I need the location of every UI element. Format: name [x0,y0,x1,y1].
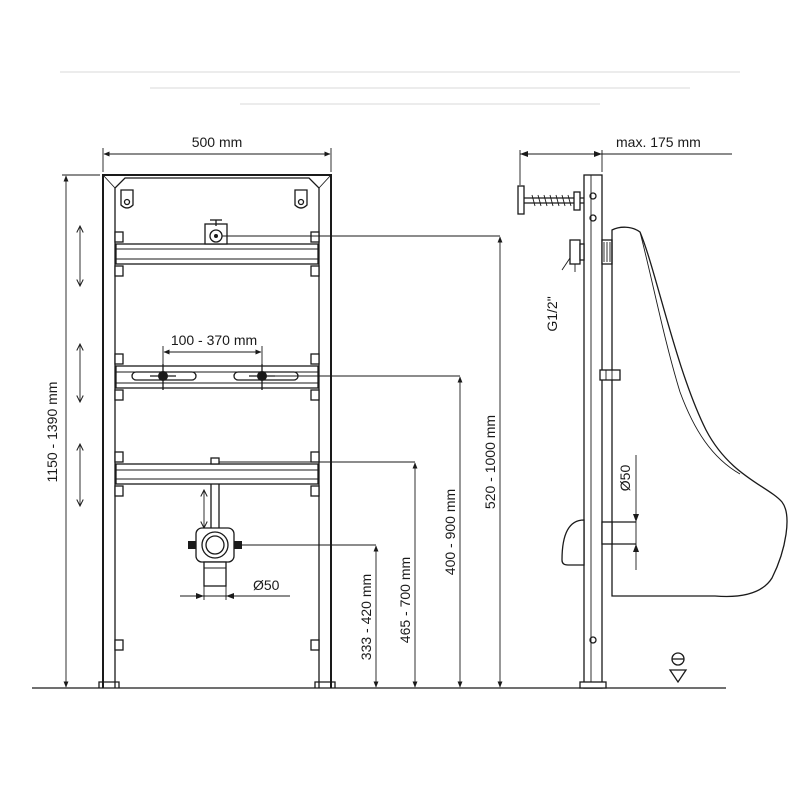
bracket-bolt-right [249,364,275,390]
lower-crossbar [115,463,319,485]
urinal-inner-rim [639,231,741,475]
front-view: 500 mm 1150 - 1390 mm 100 - 370 mm 520 -… [44,134,503,688]
frame-foot-left [98,681,120,688]
frame-clamps [114,231,320,651]
waste-connection-side [561,519,637,566]
waste-fitting-front [188,484,242,587]
dim-400-900-label: 400 - 900 mm [442,489,458,575]
urinal-body [611,226,788,598]
wall-anchor-rod [517,185,584,215]
side-rail [583,174,603,689]
frame-outer [102,174,332,688]
dim-bracket-spacing-label: 100 - 370 mm [171,332,257,348]
side-view: max. 175 mm G1/2" Ø50 [517,134,788,689]
dim-333-420-label: 333 - 420 mm [358,574,374,660]
dim-waste-side-label: Ø50 [617,465,633,492]
upper-crossbar [115,243,319,265]
frame-foot-right [314,681,336,688]
dim-width-label: 500 mm [192,134,243,150]
supply-fitting-front [204,219,228,245]
supply-thread-label: G1/2" [544,296,560,331]
top-mounting-lug-right [294,189,308,209]
middle-crossbar [115,365,319,389]
background-texture [60,71,740,105]
urinal-mount-bolt [599,369,621,381]
dim-465-700-label: 465 - 700 mm [397,557,413,643]
supply-connector-side [569,239,613,272]
bracket-bolt-left [150,364,176,390]
dim-max-depth-label: max. 175 mm [616,134,701,150]
dim-waste-front-label: Ø50 [253,577,280,593]
dim-520-1000-label: 520 - 1000 mm [482,415,498,509]
top-mounting-lug-left [120,189,134,209]
dim-total-height-label: 1150 - 1390 mm [44,382,60,483]
floor-level-icon [668,652,688,684]
